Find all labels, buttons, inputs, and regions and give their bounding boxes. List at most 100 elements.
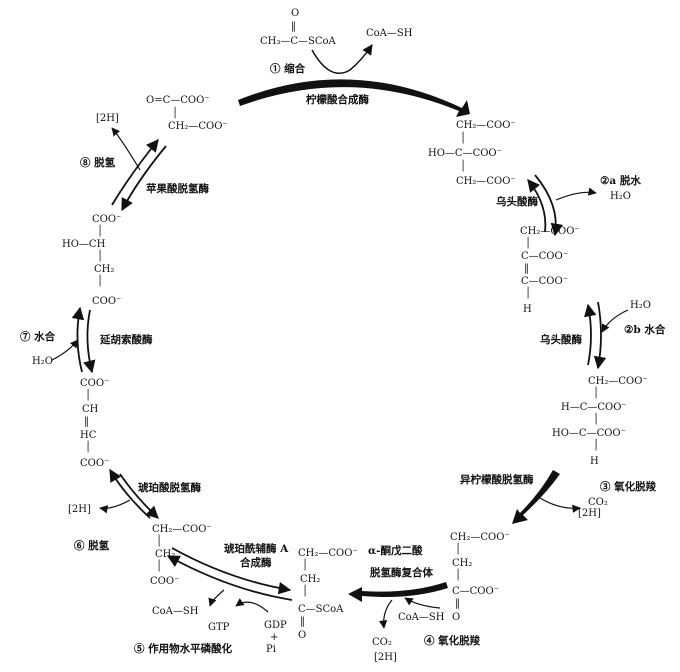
h2o-in-curve: [601, 309, 629, 333]
h2-step6-curve: [99, 499, 131, 514]
coash-step5-curve: [208, 589, 225, 607]
aconitase-label-1: 乌头酸酶: [496, 195, 538, 208]
coash-top-label: CoA—SH: [366, 28, 413, 39]
h2o-out-curve: [555, 187, 597, 201]
citrate-synthase-arrow: [238, 79, 470, 117]
coash-step4-label: CoA—SH: [398, 612, 445, 623]
svg-text:H—C—COO⁻: H—C—COO⁻: [561, 402, 627, 413]
coash-step4-curve: [404, 597, 441, 609]
malate-dh-label: 苹果酸脱氢酶: [146, 182, 209, 195]
akgdh-label-1: α-酮戊二酸: [368, 544, 423, 557]
step4-label: ④ 氧化脱羧: [424, 634, 481, 647]
h2-step3-label: [2H]: [578, 508, 601, 519]
co2-step3-label: CO₂: [588, 497, 608, 508]
svg-text:C—SCoA: C—SCoA: [298, 604, 344, 615]
svg-text:CH₂—COO⁻: CH₂—COO⁻: [298, 548, 358, 559]
gtp-label: GTP: [208, 622, 230, 633]
svg-text:│: │: [97, 249, 103, 262]
citrate-structure: CH₂—COO⁻ │ HO—C—COO⁻ │ CH₂—COO⁻: [428, 120, 516, 187]
h2-step6-label: [2H]: [68, 504, 91, 515]
svg-text:COO⁻: COO⁻: [92, 214, 121, 225]
co2-step3-curve: [539, 497, 581, 513]
svg-text:│: │: [460, 131, 466, 144]
svg-text:│: │: [593, 412, 599, 425]
aconitate-structure: CH₂—COO⁻ │ C—COO⁻ ‖ C—COO⁻ │ H: [520, 226, 580, 315]
co2-step4-label: CO₂: [372, 637, 392, 648]
svg-text:CH₂: CH₂: [452, 558, 472, 569]
h2-step8-curve: [111, 127, 141, 171]
isocitrate-structure: CH₂—COO⁻ │ H—C—COO⁻ │ HO—C—COO⁻ │ H: [552, 376, 648, 467]
succinyl-coa-structure: CH₂—COO⁻ │ CH₂ │ C—SCoA ‖ O: [298, 548, 358, 641]
sdh-label: 琥珀酸脱氢酶: [138, 481, 201, 494]
succ-coa-synthetase-forward: [166, 555, 293, 601]
svg-text:│: │: [455, 542, 461, 555]
fumarase-label: 延胡索酸酶: [99, 333, 153, 346]
svg-text:CH₂—COO⁻: CH₂—COO⁻: [520, 226, 580, 237]
step1-label: ① 缩合: [270, 62, 306, 75]
aconitase-label-2: 乌头酸酶: [540, 333, 582, 346]
gdp-label: GDP: [264, 620, 287, 631]
h2o-step7-label: H₂O: [32, 356, 53, 367]
svg-text:│: │: [455, 568, 461, 581]
svg-text:CH₂: CH₂: [94, 264, 114, 275]
step8-label: ⑧ 脱氢: [80, 156, 116, 169]
step6-label: ⑥ 脱氢: [74, 539, 110, 552]
succ-coa-synthetase-label-2: 合成酶: [239, 556, 272, 569]
akgdh-arrow: [348, 582, 448, 602]
gtp-gdp-curve: [235, 598, 269, 613]
h2o-in-label: H₂O: [630, 300, 651, 311]
svg-text:│: │: [97, 274, 103, 287]
idh-label: 异柠檬酸脱氢酶: [460, 473, 534, 486]
akg-structure: CH₂—COO⁻ │ CH₂ │ C—COO⁻ ‖ O: [450, 532, 510, 623]
step2a-label: ②a 脱水: [600, 174, 641, 187]
malate-structure: COO⁻ │ HO—CH │ CH₂ │ COO⁻: [62, 214, 121, 307]
svg-text:│: │: [156, 534, 162, 547]
fumarase-forward: [71, 306, 85, 373]
aconitase2-forward-arrow: [593, 301, 607, 370]
svg-text:O: O: [452, 612, 460, 623]
sdh-reverse: [119, 473, 159, 519]
svg-text:CH₂: CH₂: [300, 574, 320, 585]
svg-text:│: │: [525, 236, 531, 249]
svg-text:CH₂—COO⁻: CH₂—COO⁻: [168, 121, 228, 132]
svg-text:‖: ‖: [291, 21, 296, 32]
aconitase2-reverse-arrow: [584, 303, 597, 366]
step3-label: ③ 氧化脱羧: [600, 480, 657, 493]
step2b-label: ②b 水合: [624, 323, 666, 336]
succ-coa-synthetase-reverse: [171, 547, 292, 595]
svg-text:│: │: [525, 286, 531, 299]
coash-step5-label: CoA—SH: [152, 606, 199, 617]
sdh-forward: [109, 468, 151, 519]
fumarase-reverse: [83, 309, 96, 374]
acetyl-coa-curve: [311, 44, 373, 74]
svg-text:CH₂: CH₂: [155, 549, 175, 560]
succinate-structure: CH₂—COO⁻ │ CH₂ │ COO⁻: [150, 524, 212, 587]
svg-text:│: │: [156, 559, 162, 572]
svg-text:C—COO⁻: C—COO⁻: [521, 251, 568, 262]
svg-text:│: │: [85, 388, 91, 401]
citrate-synthase-label: 柠檬酸合成酶: [306, 93, 369, 106]
svg-text:O: O: [291, 8, 299, 19]
svg-text:CH₂—COO⁻: CH₂—COO⁻: [456, 120, 516, 131]
svg-text:COO⁻: COO⁻: [150, 576, 179, 587]
co2-step4-curve: [378, 599, 393, 629]
svg-text:│: │: [302, 584, 308, 597]
mdh-reverse: [121, 145, 167, 212]
svg-text:HO—CH: HO—CH: [62, 239, 106, 250]
oxaloacetate-structure: O=C—COO⁻ │ CH₂—COO⁻: [146, 95, 228, 132]
acetyl-coa-structure: O ‖ CH₃—C—SCoA: [260, 8, 337, 47]
step5-label: ⑤ 作用物水平磷酸化: [134, 642, 233, 655]
svg-text:HO—C—COO⁻: HO—C—COO⁻: [552, 428, 626, 439]
svg-text:│: │: [593, 386, 599, 399]
svg-text:│: │: [85, 440, 91, 453]
svg-text:‖: ‖: [524, 263, 529, 274]
h2-step4-label: [2H]: [374, 652, 397, 663]
svg-text:│: │: [593, 438, 599, 451]
svg-text:CH₃—C—SCoA: CH₃—C—SCoA: [260, 36, 337, 47]
svg-text:HC: HC: [80, 430, 97, 441]
plus-label: +: [270, 632, 278, 643]
svg-text:O=C—COO⁻: O=C—COO⁻: [146, 95, 210, 106]
fumarate-structure: COO⁻ │ CH ‖ HC │ COO⁻: [80, 378, 109, 469]
svg-text:COO⁻: COO⁻: [80, 378, 109, 389]
